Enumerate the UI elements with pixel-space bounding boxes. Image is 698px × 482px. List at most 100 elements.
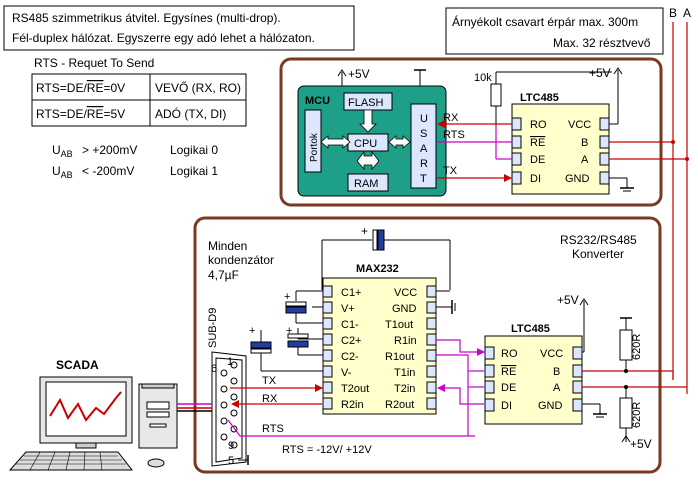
rts-row-1-cond: RTS=DE/RE=0V [36,81,125,95]
svg-text:< -200mV: < -200mV [82,164,134,178]
svg-text:VCC: VCC [540,348,563,360]
svg-text:SUB-D9: SUB-D9 [207,308,219,348]
max232-chip: MAX232 C1+ V+ C1- C2+ C2- V- T2out R2in … [322,263,437,415]
rts-row-1-mode: VEVŐ (RX, RO) [155,80,241,95]
svg-text:R: R [420,158,428,170]
svg-text:RE: RE [530,137,545,149]
bus-label-b: B [669,6,677,20]
rs232-signal-wires: TX RX RTS RTS = -12V/ +12V [227,339,485,456]
svg-text:+5V: +5V [348,67,370,81]
svg-text:RX: RX [443,112,459,124]
svg-text:+5V: +5V [557,293,579,307]
converter-label: RS232/RS485 Konverter [560,233,637,261]
svg-text:CPU: CPU [354,138,377,150]
scada-graph-line [49,397,117,422]
svg-text:R1out: R1out [385,351,414,363]
svg-text:B: B [581,137,588,149]
svg-text:+: + [286,325,292,337]
svg-text:R2in: R2in [341,399,364,411]
svg-text:GND: GND [392,303,417,315]
mcu-usart-letters: U S A R T [420,113,428,185]
svg-text:U: U [420,113,428,125]
svg-text:RAM: RAM [354,178,378,190]
cable-note-line-2: Max. 32 résztvevő [553,36,651,50]
svg-text:+: + [361,224,368,238]
svg-text:C2+: C2+ [341,335,362,347]
svg-text:6: 6 [211,363,217,375]
mcu-internal-arrows [320,109,411,171]
svg-text:10k: 10k [474,72,492,84]
svg-text:RTS: RTS [262,423,284,435]
svg-text:A: A [581,154,589,166]
bottom-power-network: +5V 620R 620R +5V [557,293,687,451]
svg-text:V-: V- [341,367,352,379]
svg-text:MAX232: MAX232 [356,263,399,275]
svg-text:VCC: VCC [394,287,417,299]
svg-text:RO: RO [530,119,547,131]
svg-text:620R: 620R [631,334,643,360]
max232-ground [436,300,456,314]
top-resistor-10k: 10k [474,71,612,126]
svg-text:B: B [553,366,560,378]
svg-text:C1-: C1- [341,319,359,331]
header-line-1: RS485 szimmetrikus átvitel. Egysínes (mu… [12,11,281,25]
header-box: RS485 szimmetrikus átvitel. Egysínes (mu… [3,5,355,51]
svg-text:+5V: +5V [589,66,611,80]
svg-text:RE: RE [501,366,516,378]
svg-text:T: T [420,173,427,185]
svg-text:GND: GND [565,173,590,185]
bus-label-a: A [683,6,691,20]
rts-row-2-mode: ADÓ (TX, DI) [155,106,226,121]
rts-row-2-cond: RTS=DE/RE=5V [36,107,125,121]
svg-text:R2out: R2out [385,399,414,411]
header-line-2: Fél-duplex hálózat. Egyszerre egy adó le… [12,31,315,45]
svg-text:RTS = -12V/ +12V: RTS = -12V/ +12V [282,444,372,456]
svg-text:C2-: C2- [341,351,359,363]
svg-text:C1+: C1+ [341,287,362,299]
svg-text:T2out: T2out [341,383,369,395]
logic-level-2: UAB < -200mV Logikai 1 [52,164,218,180]
scada-label: SCADA [56,358,99,372]
svg-text:+: + [284,291,290,303]
svg-text:RTS: RTS [443,129,465,141]
svg-text:5: 5 [228,455,234,467]
svg-text:UAB: UAB [52,164,73,180]
svg-text:A: A [420,143,428,155]
svg-text:620R: 620R [631,402,643,428]
svg-text:Konverter: Konverter [572,247,624,261]
svg-text:4,7µF: 4,7µF [208,268,239,282]
svg-text:RO: RO [501,348,518,360]
capacitor-note: Minden kondenzátor 4,7µF [208,239,274,282]
svg-text:DI: DI [501,400,512,412]
svg-text:RX: RX [262,393,278,405]
cable-note-box: Árnyékolt csavart érpár max. 300m Max. 3… [445,7,664,55]
bottom-ltc485: LTC485 RO RE DE DI VCC B A GND [484,323,583,425]
left-capacitors: + + + [249,290,323,372]
top-signal-wires: RX RTS TX [437,112,689,192]
svg-text:DE: DE [530,154,545,166]
svg-text:+5V: +5V [630,437,652,451]
svg-text:V+: V+ [341,303,355,315]
svg-text:Portok: Portok [309,132,320,162]
top-plus5v-right: +5V [589,66,623,125]
svg-text:VCC: VCC [568,119,591,131]
svg-text:Logikai 1: Logikai 1 [170,164,218,178]
svg-text:DI: DI [530,173,541,185]
mcu-ram [347,173,389,192]
mcu-title: MCU [305,95,330,107]
logic-level-1: UAB > +200mV Logikai 0 [52,143,218,159]
svg-text:kondenzátor: kondenzátor [208,253,274,267]
svg-text:GND: GND [538,400,563,412]
svg-text:LTC485: LTC485 [520,92,559,104]
svg-text:9: 9 [228,440,234,452]
svg-text:DE: DE [501,382,516,394]
svg-text:Minden: Minden [208,239,247,253]
rts-table: RTS=DE/RE=0V VEVŐ (RX, RO) RTS=DE/RE=5V … [31,73,247,127]
svg-text:Logikai 0: Logikai 0 [170,143,218,157]
top-capacitor: + [321,224,451,290]
mcu-portok [304,109,322,173]
svg-text:1: 1 [227,356,233,368]
svg-text:> +200mV: > +200mV [82,143,137,157]
svg-text:T1in: T1in [394,367,415,379]
top-ltc485: LTC485 RO RE DE DI VCC B A GND [511,92,610,195]
